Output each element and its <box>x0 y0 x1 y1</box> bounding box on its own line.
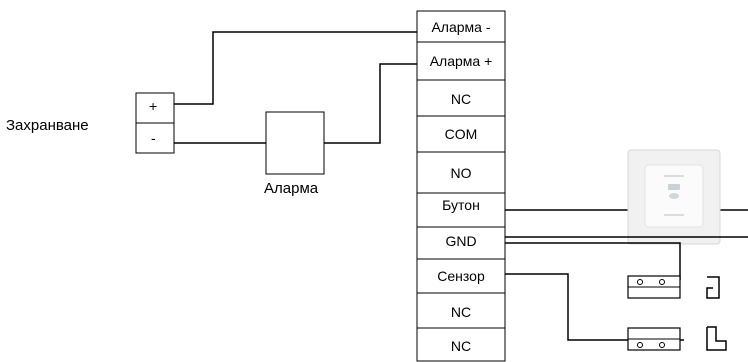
magnet-icon-1 <box>706 276 720 299</box>
magnet-icon-2 <box>706 326 727 351</box>
terminal-alarm-minus: Аларма - <box>431 18 491 35</box>
terminal-gnd: GND <box>445 232 477 249</box>
terminal-nc-2: NC <box>450 303 472 320</box>
alarm-box <box>265 111 325 175</box>
terminal-com: COM <box>444 125 478 142</box>
power-supply-label: Захранване <box>6 117 89 134</box>
terminal-strip <box>416 10 506 362</box>
terminal-nc-3: NC <box>450 337 472 354</box>
wire-sensor-to-sensor-2 <box>505 273 628 341</box>
wire-alarm-to-alarm-plus <box>324 63 417 144</box>
terminal-sensor: Сензор <box>437 267 485 284</box>
terminal-alarm-plus: Аларма + <box>429 52 493 69</box>
terminal-nc-1: NC <box>450 90 472 107</box>
terminal-button: Бутон <box>442 196 480 213</box>
exit-button-image <box>627 149 721 245</box>
wire-power-plus-to-alarm-minus <box>174 31 417 105</box>
door-sensor-2 <box>627 327 684 351</box>
wire-gnd-to-sensor-1 <box>505 242 681 280</box>
door-sensor-1 <box>627 275 681 299</box>
alarm-label: Аларма <box>264 180 319 197</box>
terminal-no: NO <box>450 164 472 181</box>
power-minus-label: - <box>151 130 156 146</box>
power-plus-label: + <box>149 98 158 114</box>
